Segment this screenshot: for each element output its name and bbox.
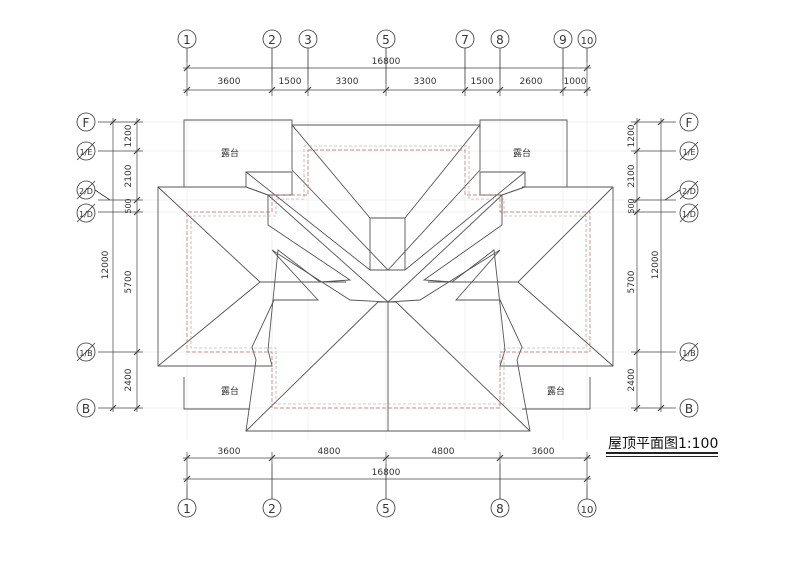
right-axis-F: F: [686, 116, 693, 130]
right-dim-2: 2100: [627, 164, 637, 187]
connector-left-top: [245, 171, 293, 196]
wall-dashed-lines-inner: [190, 145, 587, 405]
left-axis-1B: 1/B: [79, 349, 92, 358]
top-axis-2: 2: [268, 33, 276, 47]
top-axis-8: 8: [496, 33, 504, 47]
top-dim-6: 2600: [520, 77, 543, 87]
right-axis-1E: 1/E: [683, 148, 696, 157]
top-axis-10: 10: [581, 36, 594, 47]
left-axis-bubbles: [76, 112, 111, 418]
left-dim-1: 1200: [124, 124, 134, 147]
right-axis-2D: 2/D: [682, 187, 696, 196]
bottom-dim-4: 3600: [532, 447, 555, 457]
right-dim-1: 1200: [627, 124, 637, 147]
top-dim-7: 1000: [564, 77, 587, 87]
top-axis-3: 3: [304, 33, 312, 47]
top-dimension-chain: [183, 62, 591, 96]
title-underline-thin: [606, 456, 718, 457]
bottom-axis-1: 1: [183, 502, 191, 516]
top-dim-1: 3600: [218, 77, 241, 87]
top-dim-4: 3300: [414, 77, 437, 87]
top-dim-3: 3300: [336, 77, 359, 87]
right-dim-5: 2400: [627, 368, 637, 391]
roof-outline: [157, 119, 614, 432]
terrace-bottom-right: [522, 377, 591, 410]
left-dim-3: 500: [124, 198, 133, 213]
bottom-axis-2: 2: [268, 502, 276, 516]
right-dim-4: 5700: [627, 270, 637, 293]
bottom-dimension-chain: [183, 452, 591, 485]
bottom-dim-2: 4800: [318, 447, 341, 457]
right-dim-3: 500: [627, 198, 636, 213]
top-axis-bubbles: [177, 29, 597, 84]
left-dim-4: 5700: [124, 270, 134, 293]
left-axis-B: B: [82, 402, 90, 416]
left-axis-F: F: [83, 116, 90, 130]
left-dim-5: 2400: [124, 368, 134, 391]
bottom-dim-1: 3600: [218, 447, 241, 457]
left-axis-1E: 1/E: [80, 148, 93, 157]
top-dim-5: 1500: [471, 77, 494, 87]
right-axis-B: B: [685, 402, 693, 416]
terrace-label-bottom-right: 露台: [547, 385, 565, 397]
drawing-title: 屋顶平面图1:100: [608, 436, 719, 452]
main-lower-roof: [245, 249, 531, 432]
right-dimension-chain: [631, 118, 676, 412]
top-axis-7: 7: [461, 33, 469, 47]
terrace-label-bottom-left: 露台: [221, 385, 239, 397]
right-wing-roof: [422, 186, 614, 367]
top-axis-5: 5: [382, 33, 390, 47]
left-axis-2D: 2/D: [79, 187, 93, 196]
left-dimension-chain: [98, 118, 143, 412]
terrace-bottom-left: [183, 377, 250, 410]
bottom-dim-3: 4800: [432, 447, 455, 457]
top-axis-1: 1: [183, 33, 191, 47]
left-dim-2: 2100: [124, 164, 134, 187]
title-underline-thick: [606, 452, 718, 454]
left-total-dimension: 12000: [101, 250, 111, 279]
bottom-axis-5: 5: [382, 502, 390, 516]
wall-dashed-lines: [186, 149, 591, 409]
bottom-axis-bubbles: [177, 464, 597, 518]
connector-right-top: [479, 171, 526, 196]
left-axis-1D: 1/D: [79, 210, 93, 219]
right-total-dimension: 12000: [651, 250, 661, 279]
right-axis-1B: 1/B: [682, 349, 695, 358]
left-wing-roof: [157, 186, 352, 367]
center-roof-upper: [291, 124, 481, 271]
right-axis-1D: 1/D: [682, 210, 696, 219]
right-axis-bubbles: [664, 112, 699, 418]
top-dim-2: 1500: [279, 77, 302, 87]
top-axis-9: 9: [559, 33, 567, 47]
bottom-axis-8: 8: [496, 502, 504, 516]
bottom-axis-10: 10: [581, 505, 594, 516]
terrace-label-top-right: 露台: [513, 147, 531, 159]
terrace-label-top-left: 露台: [221, 147, 239, 159]
